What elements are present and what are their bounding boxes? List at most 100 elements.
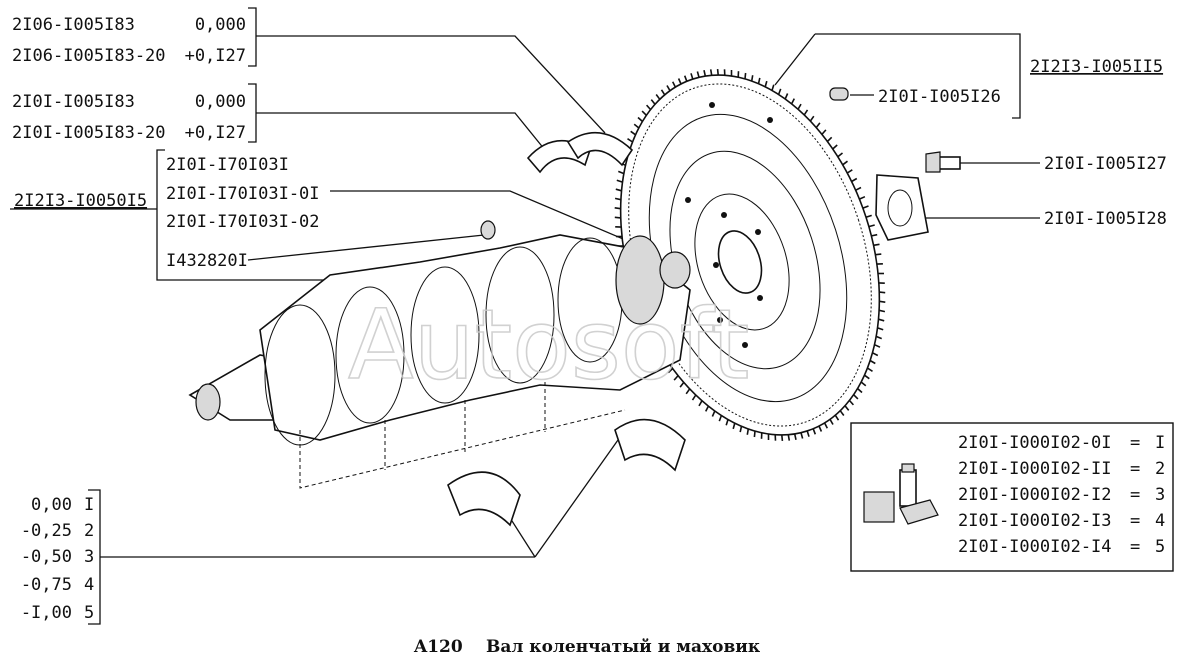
size-num: 4	[84, 575, 94, 595]
flywheel-tooth	[725, 419, 729, 426]
table-num: 2	[1155, 459, 1165, 479]
watermark: Autosoft	[348, 289, 749, 401]
flywheel-tooth	[803, 109, 809, 116]
size-num: 5	[84, 603, 94, 623]
flywheel-tooth	[844, 405, 850, 411]
flywheel-tooth	[871, 233, 878, 237]
flywheel-tooth	[869, 359, 876, 365]
flywheel-tooth	[671, 81, 677, 88]
flywheel-tooth	[855, 186, 862, 191]
group-item: 2I0I-I70I03I-0I	[166, 184, 320, 204]
flywheel-tooth	[872, 352, 879, 357]
flywheel-tooth	[879, 300, 886, 303]
table-eq: =	[1130, 459, 1140, 479]
pin-icon	[829, 87, 849, 101]
flywheel-tooth	[781, 434, 784, 441]
caption-code: A120	[413, 637, 463, 657]
flywheel-tooth	[809, 115, 815, 122]
leader-lines	[10, 7, 1040, 625]
flywheel-tooth	[812, 428, 817, 435]
flywheel-tooth	[797, 103, 802, 110]
flywheel-tooth	[771, 84, 775, 91]
caption: A120 Вал коленчатый и маховик	[413, 637, 761, 657]
flywheel-tooth	[750, 75, 754, 82]
size-num: I	[84, 495, 94, 515]
flywheel-tooth	[873, 243, 880, 247]
flywheel-tooth	[691, 394, 697, 401]
table-num: 3	[1155, 485, 1165, 505]
flywheel-tooth	[698, 400, 703, 407]
flywheel-tooth	[618, 170, 625, 175]
flywheel-tooth	[848, 399, 854, 406]
table-num: I	[1155, 433, 1165, 453]
table-eq: =	[1130, 433, 1140, 453]
flywheel-tooth	[614, 216, 621, 219]
flywheel-tooth	[859, 195, 866, 200]
flywheel-tooth	[832, 144, 838, 150]
flywheel-tooth	[650, 99, 656, 105]
group-kit-label: 2I2I3-I0050I5	[14, 191, 147, 211]
flywheel-tooth	[800, 432, 804, 439]
flywheel-tooth	[614, 197, 622, 201]
flywheel-labels: 2I2I3-I005II5 2I0I-I005I26 2I0I-I005I27 …	[878, 57, 1167, 229]
flywheel-tooth	[637, 116, 644, 123]
flywheel-tooth	[614, 207, 621, 210]
flywheel-tooth	[615, 188, 622, 192]
size-value: 0,00	[31, 495, 72, 515]
flywheel-tooth	[878, 318, 885, 322]
washer-label: 2I0I-I005I28	[1044, 209, 1167, 229]
flywheel-tooth	[703, 70, 707, 77]
flywheel-tooth	[630, 130, 636, 136]
flywheel-tooth	[746, 428, 750, 435]
group-item: 2I0I-I70I03I-02	[166, 212, 320, 232]
flywheel-tooth	[677, 78, 682, 85]
flywheel-tooth	[679, 381, 685, 388]
flywheel-tooth	[834, 414, 840, 421]
label-value: 0,000	[195, 92, 246, 112]
label-part: 2I06-I005I83-20	[12, 46, 166, 66]
flywheel-tooth	[823, 422, 829, 429]
flywheel-tooth	[787, 434, 791, 441]
flywheel-tooth	[815, 122, 821, 129]
flywheel-tooth	[660, 89, 666, 96]
flywheel-tooth	[793, 433, 797, 440]
table-num: 5	[1155, 537, 1165, 557]
flywheel-tooth	[837, 152, 844, 158]
bearing-shells-top	[526, 131, 634, 174]
table-num: 4	[1155, 511, 1165, 531]
flywheel-tooth	[853, 394, 859, 400]
flywheel-tooth	[864, 374, 870, 380]
bolt-icon	[925, 151, 961, 173]
flywheel-tooth	[821, 129, 827, 135]
bushing-label: I432820I	[166, 251, 248, 271]
flywheel-tooth	[826, 136, 833, 143]
flywheel-tooth	[711, 410, 716, 417]
flywheel-tooth	[879, 291, 886, 294]
flywheel-tooth	[718, 415, 723, 422]
flywheel-tooth	[806, 430, 810, 437]
flywheel-tooth	[875, 335, 882, 340]
table-part: 2I0I-I000I02-I2	[958, 485, 1112, 505]
flywheel-tooth	[777, 88, 782, 95]
size-value: -I,00	[21, 603, 72, 623]
flywheel-tooth	[732, 422, 736, 430]
flywheel-tooth	[685, 388, 691, 395]
size-list: 0,00 I -0,25 2 -0,50 3 -0,75 4 -I,00 5	[21, 495, 94, 623]
flywheel-tooth	[667, 367, 674, 374]
flywheel-tooth	[839, 410, 845, 416]
table-eq: =	[1130, 485, 1140, 505]
flywheel-kit-label: 2I2I3-I005II5	[1030, 57, 1163, 77]
group-item: 2I0I-I70I03I	[166, 155, 289, 175]
bolt-label: 2I0I-I005I27	[1044, 154, 1167, 174]
size-num: 3	[84, 547, 94, 567]
flywheel-tooth	[868, 224, 875, 228]
flywheel-tooth	[683, 75, 688, 82]
table-eq: =	[1130, 511, 1140, 531]
flywheel-tooth	[877, 327, 884, 331]
table-part: 2I0I-I000I02-II	[958, 459, 1112, 479]
flywheel-tooth	[616, 179, 623, 183]
flywheel-tooth	[875, 253, 882, 256]
flywheel-tooth	[655, 94, 661, 100]
flywheel-tooth	[856, 387, 863, 394]
